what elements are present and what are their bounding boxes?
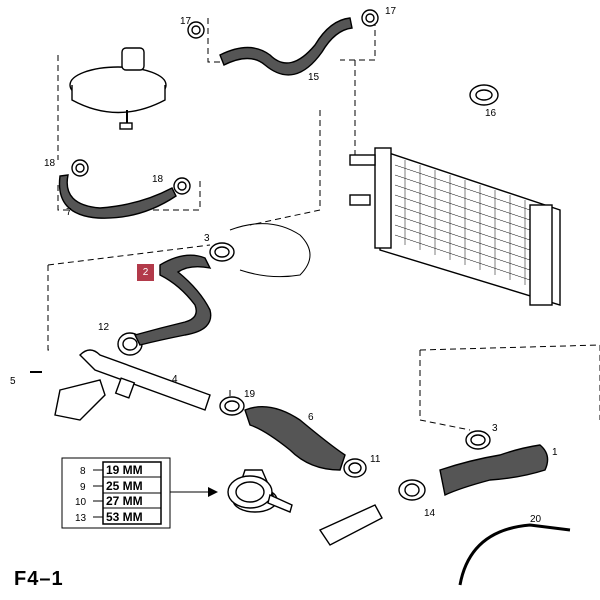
callout-1: 1 [552, 447, 558, 458]
hose-1 [439, 444, 549, 497]
callout-6: 6 [308, 412, 314, 423]
cable-20 [458, 523, 571, 586]
callout-15: 15 [308, 72, 320, 83]
clamp-detail [227, 475, 293, 513]
radiator-core [394, 160, 546, 290]
clamp-18b [173, 177, 191, 195]
callout-18a: 18 [44, 158, 56, 169]
hose-7 [58, 174, 177, 219]
bracket [30, 371, 106, 421]
callout-16: 16 [485, 108, 497, 119]
callout-3a: 3 [204, 233, 210, 244]
clamp-18a [71, 159, 89, 177]
table-size-10: 27 MM [106, 494, 143, 508]
clamp-3b [465, 430, 491, 450]
callout-11: 11 [370, 454, 381, 465]
callout-20: 20 [530, 514, 542, 525]
callout-5: 5 [10, 376, 16, 387]
connector-pipe [318, 504, 383, 546]
highlighted-callout-2[interactable]: 2 [137, 264, 154, 281]
clamp-11 [343, 458, 367, 478]
clamp-16 [469, 84, 499, 106]
table-part-10: 10 [75, 497, 87, 508]
figure-id: F4–1 [14, 568, 64, 590]
table-part-8: 8 [80, 466, 86, 477]
callout-7: 7 [66, 207, 72, 218]
table-size-8: 19 MM [106, 463, 143, 477]
callout-19: 19 [244, 389, 256, 400]
pipe-4 [79, 349, 211, 411]
hose-6 [244, 406, 346, 471]
table-part-9: 9 [80, 482, 86, 493]
radiator [349, 147, 561, 306]
coolant-reservoir [69, 47, 167, 130]
callout-4: 4 [172, 374, 178, 385]
table-part-13: 13 [75, 513, 87, 524]
callout-17a: 17 [180, 16, 192, 27]
hose-15 [219, 17, 353, 76]
callouts: 17 17 15 16 18 18 7 3 12 5 4 19 6 3 1 11… [10, 6, 558, 525]
clamp-table: 8 9 10 13 19 MM 25 MM 27 MM 53 MM [61, 457, 218, 529]
clamp-17a [187, 21, 205, 39]
hose-2 [133, 254, 212, 346]
clamp-14 [398, 479, 426, 501]
leader-lines [47, 18, 600, 431]
clamp-3a [209, 242, 235, 262]
table-size-13: 53 MM [106, 510, 143, 524]
callout-17b: 17 [385, 6, 397, 17]
engine-outline [229, 223, 311, 278]
callout-14: 14 [424, 508, 436, 519]
callout-18b: 18 [152, 174, 164, 185]
callout-3b: 3 [492, 423, 498, 434]
clamp-17b [361, 9, 379, 27]
table-size-9: 25 MM [106, 479, 143, 493]
callout-12: 12 [98, 322, 110, 333]
clamp-19 [219, 396, 245, 416]
